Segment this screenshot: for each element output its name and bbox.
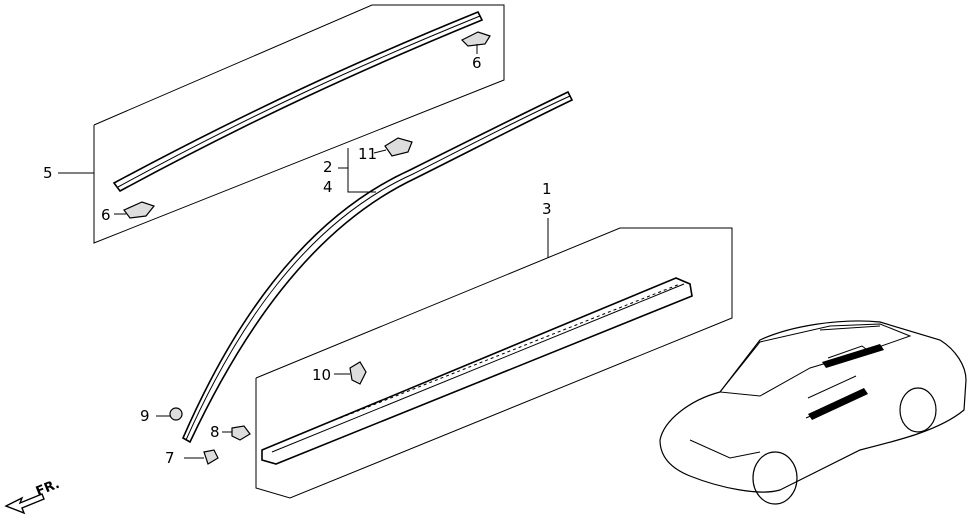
roof-molding (112, 10, 484, 193)
side-molding-box (255, 227, 733, 499)
car-body (659, 320, 967, 493)
car-illustration (659, 320, 967, 505)
side-molding-group (255, 218, 733, 499)
callout-8: 8 (210, 423, 220, 441)
car-windows (719, 323, 912, 397)
clip-7 (203, 449, 219, 465)
clip-6-upper (460, 31, 491, 47)
car-wheel-front (752, 451, 798, 505)
car-highlight-top (822, 344, 884, 368)
clip-6-lower (123, 201, 156, 219)
callout-2: 2 (323, 158, 333, 176)
car-highlight-side (808, 388, 868, 420)
callout-1: 1 (542, 180, 552, 198)
fr-label: FR. (34, 477, 62, 500)
car-trim-lines (805, 325, 881, 419)
side-molding-edge (271, 283, 685, 453)
bracket-2-4 (347, 148, 376, 193)
leader-11 (373, 149, 387, 154)
car-wheel-rear (899, 387, 937, 433)
callout-6-lower: 6 (101, 206, 111, 224)
clip-11 (384, 137, 413, 157)
roof-molding-group (93, 4, 505, 244)
callout-5: 5 (43, 164, 53, 182)
front-direction-indicator: FR. (4, 477, 62, 515)
side-molding-texture (339, 283, 681, 419)
clip-8 (231, 425, 251, 441)
callout-3: 3 (542, 200, 552, 218)
callout-4: 4 (323, 178, 333, 196)
callout-6-upper: 6 (472, 54, 482, 72)
callout-10: 10 (312, 366, 331, 384)
callout-9: 9 (140, 407, 150, 425)
roof-molding-edge (117, 15, 481, 188)
arrow-left-icon (4, 493, 45, 515)
roof-molding-box (93, 4, 505, 244)
drip-molding-edge (185, 95, 571, 441)
car-headlight (689, 439, 761, 459)
clip-9 (169, 407, 183, 421)
callout-7: 7 (165, 449, 175, 467)
clip-10 (349, 361, 367, 385)
callout-11: 11 (358, 145, 377, 163)
drip-molding-group (181, 90, 574, 444)
fasteners (156, 407, 251, 465)
drip-molding (181, 90, 574, 444)
